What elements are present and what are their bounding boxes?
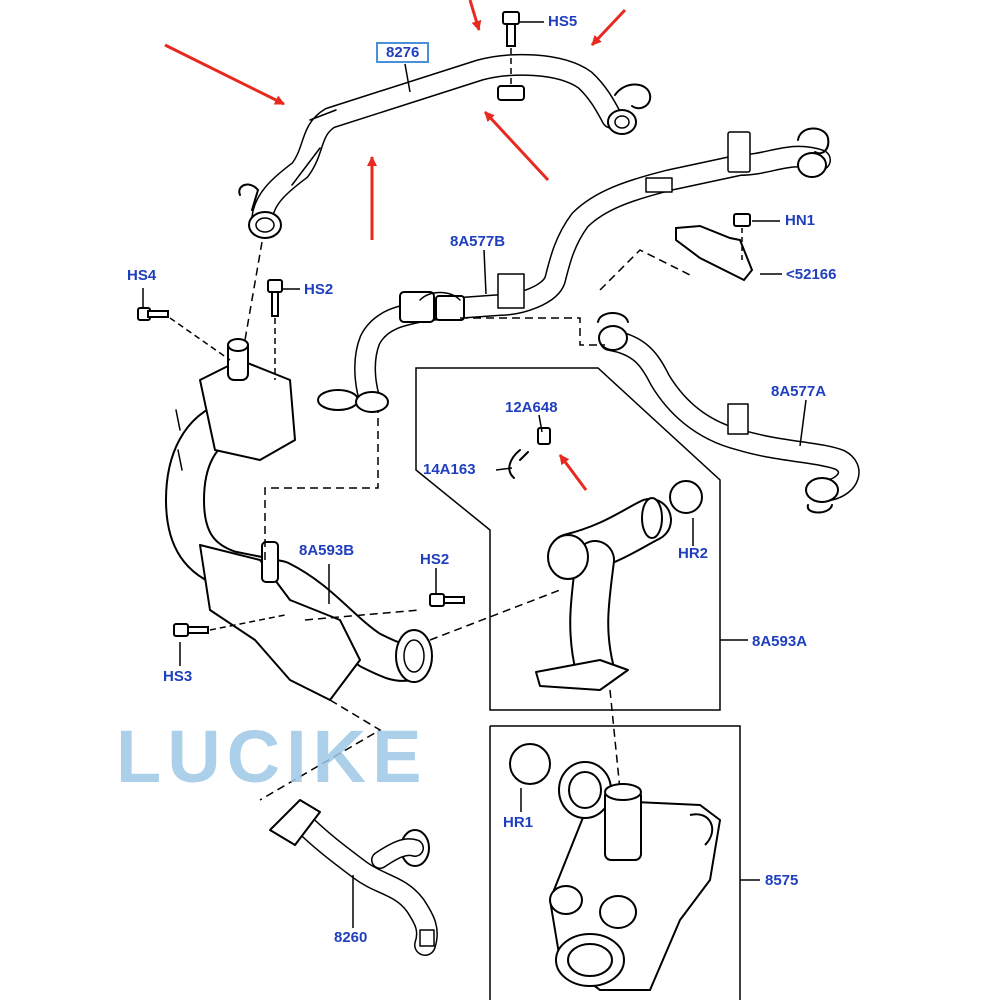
- bolt-hs2-top: [267, 279, 283, 380]
- label-8a577b: 8A577B: [450, 233, 506, 250]
- label-8a593b: 8A593B: [299, 542, 355, 559]
- bolts-left: [137, 279, 465, 637]
- label-8a577a: 8A577A: [771, 383, 827, 400]
- bolt-hs3: [173, 614, 286, 637]
- label-hn1: HN1: [785, 212, 816, 229]
- outlet-8a593a: [508, 427, 703, 691]
- bracket-52166: [675, 213, 754, 282]
- hose-8276: [238, 53, 652, 239]
- bolt-hs4: [137, 307, 231, 361]
- label-hr2: HR2: [678, 545, 709, 562]
- pipe-8a593b: [165, 338, 433, 701]
- leader-lines: [142, 21, 807, 928]
- label-hs5: HS5: [548, 13, 578, 30]
- thermostat-housing-8575: [509, 743, 722, 991]
- assembly-lines: [244, 241, 691, 801]
- box-8a593a: [415, 367, 748, 711]
- bolt-hs5: [502, 11, 520, 86]
- label-8260: 8260: [334, 929, 368, 946]
- label-hs3: HS3: [163, 668, 193, 685]
- annotation-arrows: [164, 0, 627, 491]
- hose-8a577b: [317, 127, 831, 413]
- watermark-logo: LUCIKE: [116, 715, 428, 798]
- label-14a163: 14A163: [423, 461, 476, 478]
- bolt-hs2-mid: [429, 593, 465, 607]
- label-hr1: HR1: [503, 814, 534, 831]
- box-8575: [489, 725, 760, 1000]
- label-hs2-mid: HS2: [420, 551, 450, 568]
- label-hs2-top: HS2: [304, 281, 334, 298]
- hose-8a577a: [597, 312, 860, 514]
- label-8276: 8276: [376, 42, 430, 63]
- label-8a593a: 8A593A: [752, 633, 808, 650]
- label-12a648: 12A648: [505, 399, 558, 416]
- label-8575: 8575: [765, 872, 799, 889]
- label-52166: <52166: [786, 266, 837, 283]
- label-hs4: HS4: [127, 267, 157, 284]
- hose-8260: [269, 799, 438, 956]
